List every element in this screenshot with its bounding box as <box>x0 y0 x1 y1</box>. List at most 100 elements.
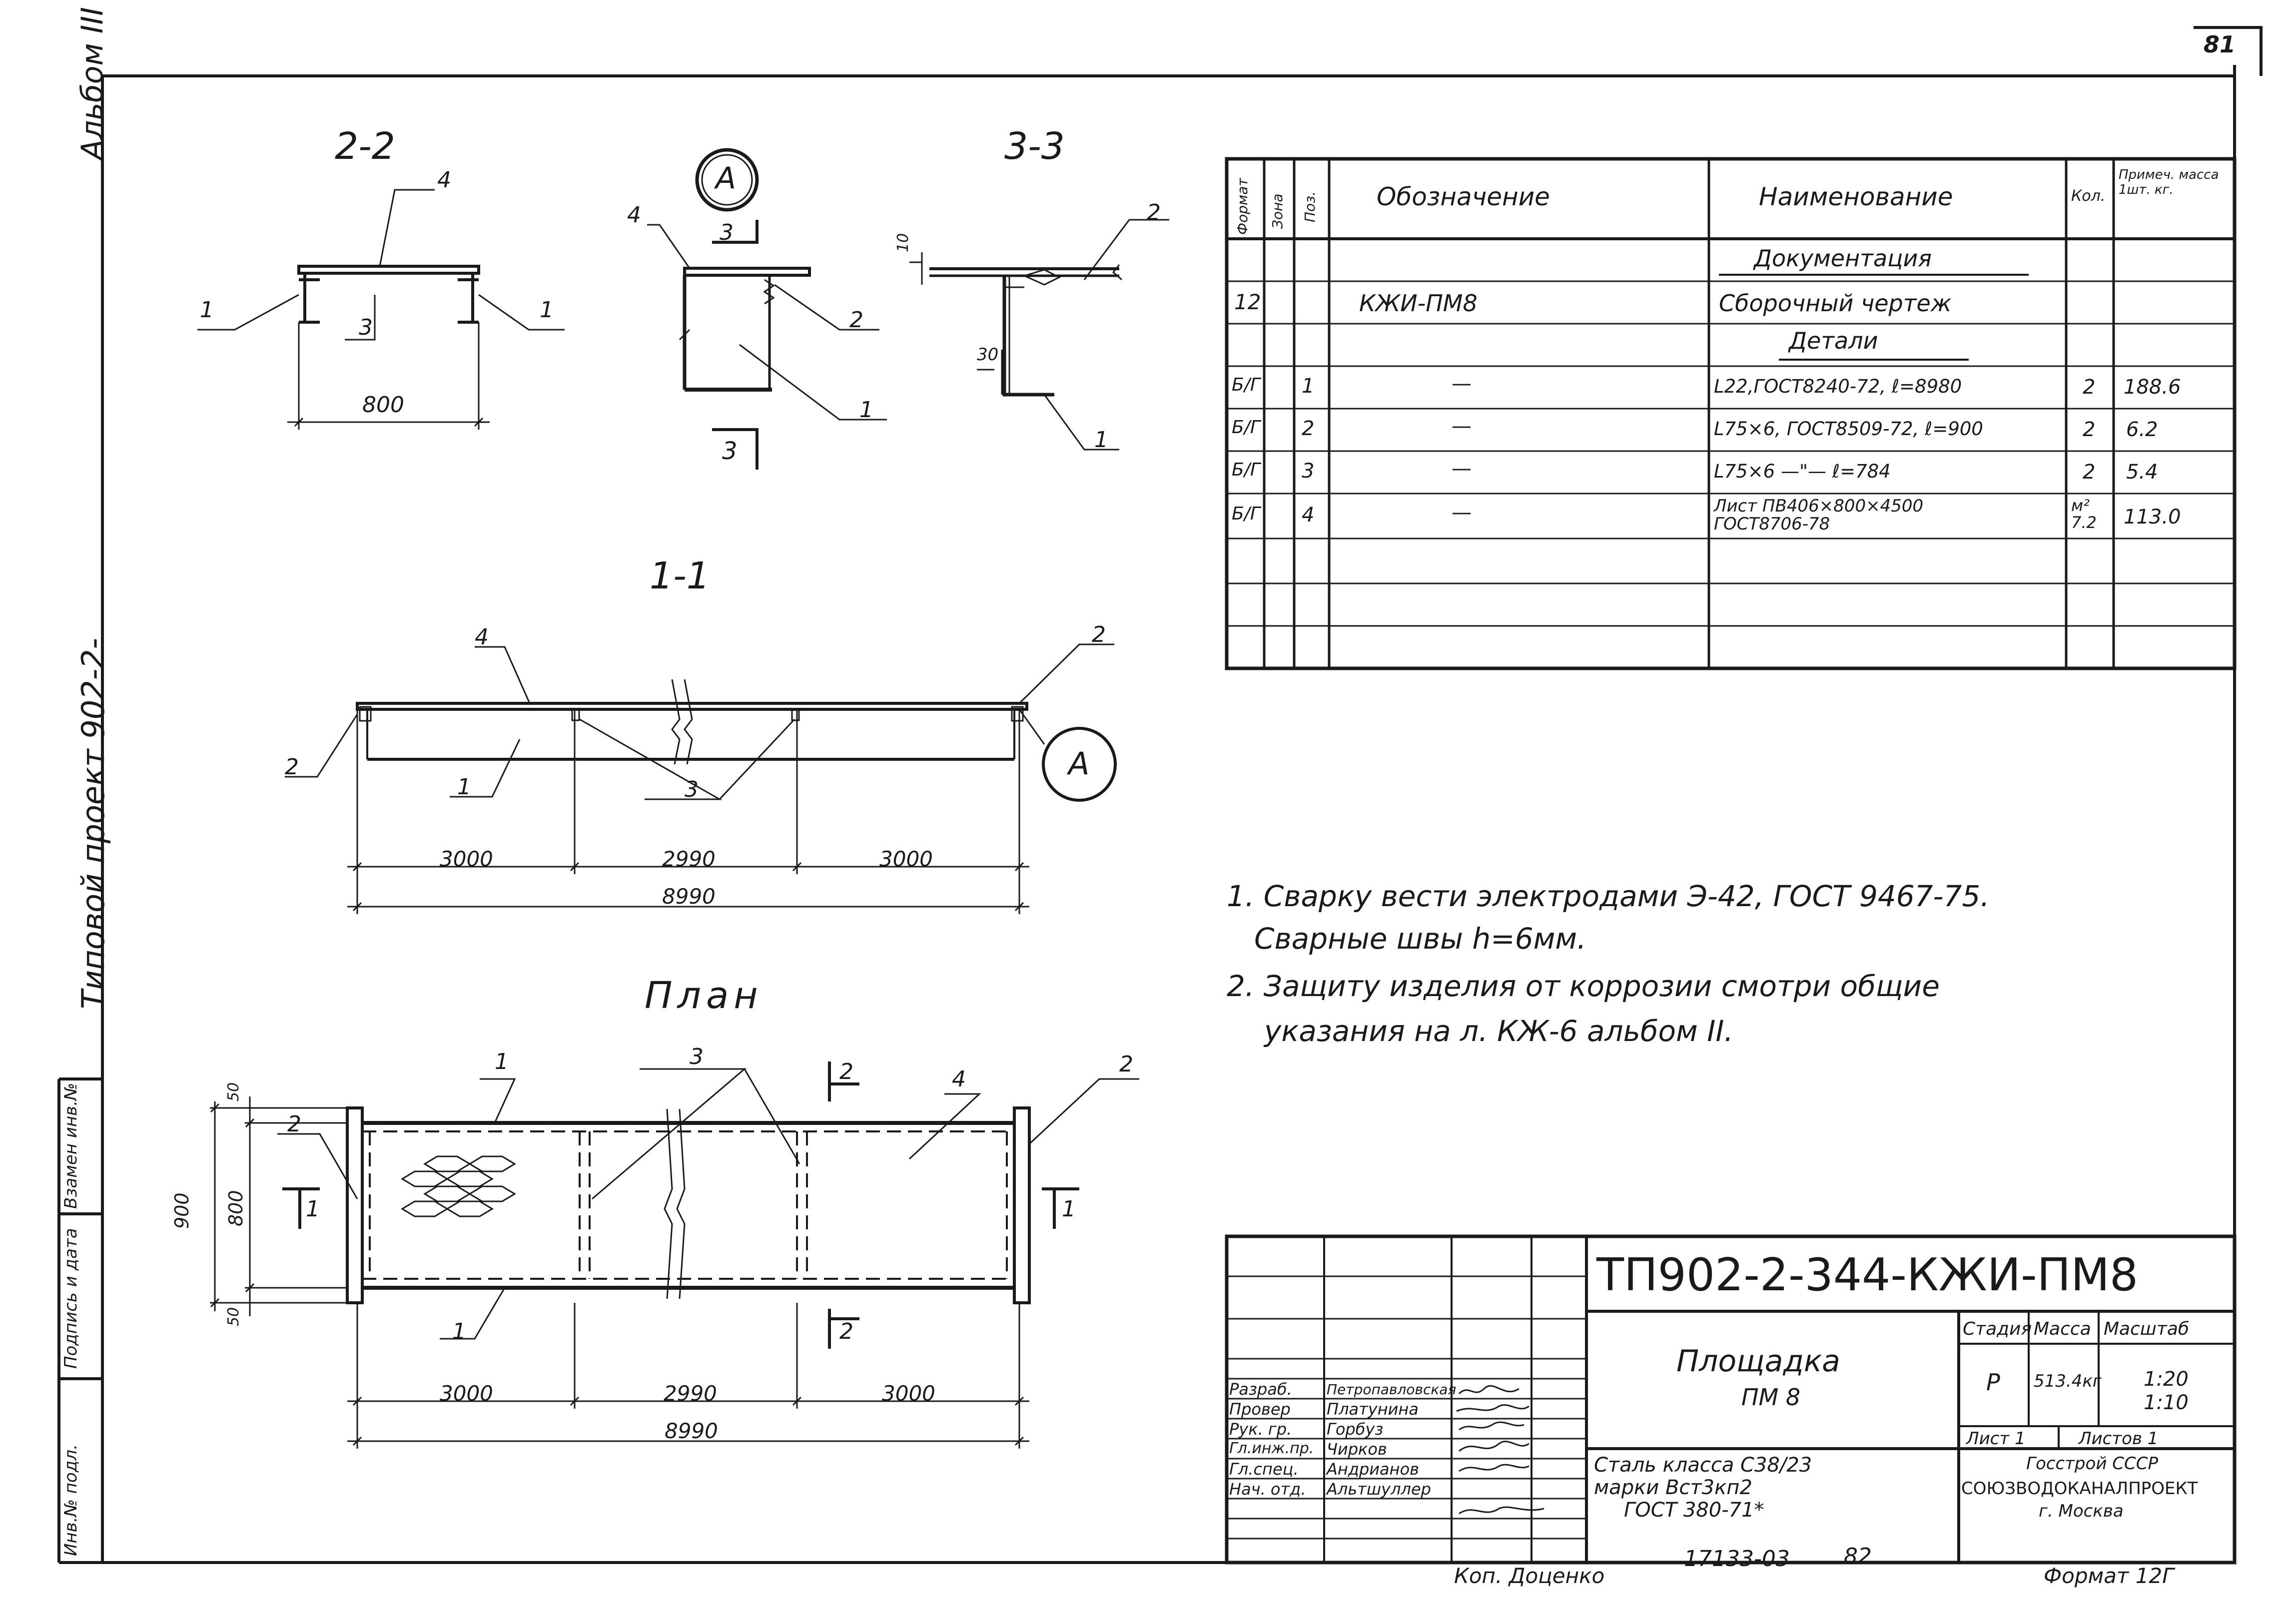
spec-row-name: L22,ГОСТ8240-72, ℓ=8980 <box>1714 376 1962 397</box>
cut-mark-1-right: 1 <box>1062 1196 1076 1222</box>
callout-3: 3 <box>359 315 373 340</box>
spec-row-format: Б/Г <box>1232 460 1260 480</box>
sheet-count: Листов 1 <box>2079 1429 2159 1449</box>
org-line-2: СОЮЗВОДОКАНАЛПРОЕКТ <box>1961 1479 2198 1499</box>
callout-2b: 2 <box>287 1111 301 1137</box>
node-a-detail <box>647 148 887 470</box>
node-a-title: A <box>716 161 737 196</box>
album-label: Альбом III <box>75 7 110 160</box>
callout-1: 1 <box>457 774 471 800</box>
spec-row-qty: 2 <box>2083 418 2096 441</box>
spec-row-name: Лист ПВ406×800×4500 ГОСТ8706-78 <box>1714 496 1924 534</box>
spec-row-format: Б/Г <box>1232 375 1260 395</box>
section-2-2 <box>197 189 565 430</box>
spec-row-pos: 3 <box>1302 460 1315 483</box>
callout-1b: 1 <box>540 297 554 323</box>
note-1-cont: Сварные швы h=6мм. <box>1254 922 1586 956</box>
callout-4: 4 <box>475 624 489 650</box>
dim-2990: 2990 <box>664 1381 717 1406</box>
sheet-frame <box>101 74 2236 1564</box>
dim-30: 30 <box>977 345 999 365</box>
cut-mark-2-top: 2 <box>839 1059 853 1084</box>
copied-by: Коп. Доценко <box>1454 1564 1605 1588</box>
mesh-pattern <box>401 1155 516 1217</box>
callout-2b: 2 <box>285 754 299 780</box>
callout-1: 1 <box>1094 427 1108 453</box>
inventory-number-2: 82 <box>1844 1544 1872 1569</box>
callout-4: 4 <box>627 202 641 228</box>
titleblock-grid <box>1225 1234 2237 1565</box>
material-line-2: марки Вст3кп2 <box>1594 1476 1752 1499</box>
drawing-code: ТП902-2-344-КЖИ-ПМ8 <box>1596 1249 2139 1301</box>
spec-row-pos: 4 <box>1302 504 1315 527</box>
material-line-1: Сталь класса С38/23 <box>1594 1454 1812 1477</box>
spec-row-name: Документация <box>1754 245 1932 272</box>
note-2-cont: указания на л. КЖ-6 альбом II. <box>1264 1014 1733 1048</box>
spec-row-qty: м² 7.2 <box>2071 496 2097 532</box>
spec-header-code: Обозначение <box>1377 182 1550 211</box>
role-name: Платунина <box>1327 1400 1419 1419</box>
callout-1: 1 <box>200 297 214 323</box>
section-1-1-title: 1-1 <box>650 554 710 597</box>
spec-row-format: 12 <box>1234 290 1261 314</box>
org-line-1: Госстрой СССР <box>2026 1454 2158 1474</box>
role-name: Альтшуллер <box>1327 1480 1431 1499</box>
material-line-3: ГОСТ 380-71* <box>1624 1499 1764 1522</box>
scale-value: 1:20 <box>2144 1368 2189 1391</box>
role-label: Гл.инж.пр. <box>1229 1440 1314 1457</box>
stamp-replacement: Взамен инв.№ <box>61 1082 81 1209</box>
callout-3: 3 <box>690 1044 704 1069</box>
spec-row-pos: 1 <box>1302 375 1315 398</box>
callout-2: 2 <box>1092 622 1106 647</box>
spec-header-note: Примеч. масса 1шт. кг. <box>2119 167 2219 197</box>
dim-3000b: 3000 <box>879 847 933 871</box>
product-name-sub: ПМ 8 <box>1741 1384 1801 1411</box>
note-1: 1. Сварку вести электродами Э-42, ГОСТ 9… <box>1227 879 1990 913</box>
spec-row-pos: 2 <box>1302 417 1315 440</box>
callout-1b: 1 <box>452 1319 466 1344</box>
spec-row-code: КЖИ-ПМ8 <box>1359 290 1478 317</box>
callout-4: 4 <box>437 167 451 193</box>
scale-value-2: 1:10 <box>2144 1391 2189 1414</box>
plan-view <box>210 1062 1139 1449</box>
dim-2990: 2990 <box>662 847 716 871</box>
org-line-3: г. Москва <box>2039 1501 2124 1521</box>
dim-8990: 8990 <box>662 884 716 909</box>
dim-3000: 3000 <box>440 847 493 871</box>
cut-mark-1-left: 1 <box>306 1196 320 1222</box>
role-label: Нач. отд. <box>1229 1480 1306 1499</box>
project-label: Типовой проект 902-2- <box>75 638 111 1009</box>
section-2-2-title: 2-2 <box>335 125 395 168</box>
node-a-reference: A <box>1068 745 1090 782</box>
role-label: Провер <box>1229 1400 1291 1419</box>
dim-10: 10 <box>894 233 912 252</box>
role-name: Петропавловская <box>1327 1381 1457 1398</box>
note-2: 2. Защиту изделия от коррозии смотри общ… <box>1227 969 1940 1003</box>
stamp-signature: Подпись и дата <box>61 1228 81 1369</box>
spec-row-name: L75×6, ГОСТ8509-72, ℓ=900 <box>1714 418 1983 440</box>
role-label: Рук. гр. <box>1229 1420 1292 1439</box>
callout-4: 4 <box>952 1066 966 1092</box>
role-name: Горбуз <box>1327 1420 1384 1439</box>
spec-row-note: 113.0 <box>2124 506 2181 529</box>
dim-3000b: 3000 <box>882 1381 935 1406</box>
dim-900: 900 <box>171 1192 193 1229</box>
sheet-number: 81 <box>2204 31 2236 58</box>
dim-800: 800 <box>225 1190 247 1226</box>
spec-row-code: — <box>1452 415 1472 438</box>
spec-header-format: Формат <box>1234 178 1251 235</box>
spec-header-qty: Кол. <box>2071 187 2106 205</box>
callout-1: 1 <box>859 397 873 423</box>
dim-8990: 8990 <box>665 1419 718 1443</box>
spec-row-name: Сборочный чертеж <box>1719 290 1952 317</box>
section-3-3-title: 3-3 <box>1004 125 1065 168</box>
dim-50-top: 50 <box>225 1082 242 1101</box>
plan-title: План <box>645 974 763 1017</box>
role-name: Чирков <box>1327 1440 1387 1459</box>
dim-50-bottom: 50 <box>225 1307 242 1326</box>
spec-row-code: — <box>1452 457 1472 480</box>
spec-header-zone: Зона <box>1269 193 1286 229</box>
sheet-index: Лист 1 <box>1966 1429 2026 1449</box>
role-name: Андрианов <box>1327 1460 1420 1479</box>
